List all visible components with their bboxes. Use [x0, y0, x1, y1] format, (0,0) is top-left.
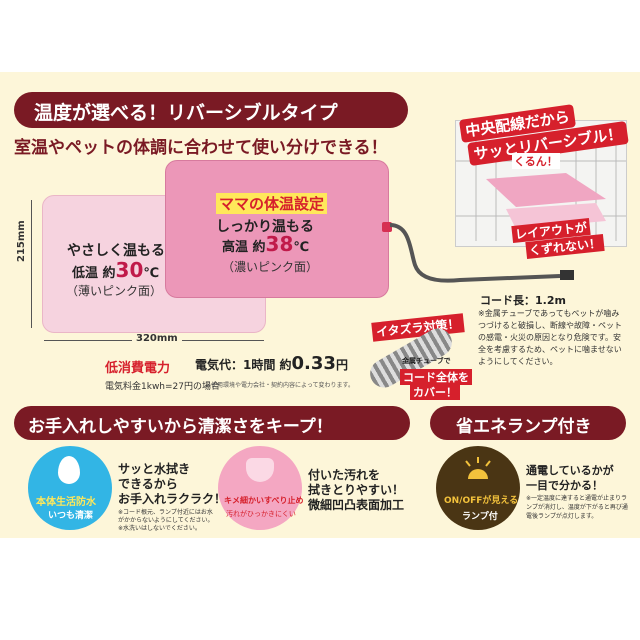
- power-note1: 電気料金1kwh=27円の場合: [105, 382, 220, 392]
- dark-side-prefix: 高温 約: [222, 240, 266, 255]
- dark-side-temp: 38: [265, 232, 294, 256]
- dark-side-line1: しっかり温もる: [216, 219, 314, 235]
- power-cost-line: 電気代：1時間 約0.33円: [195, 353, 348, 374]
- waterproof-line1: サッと水拭き: [118, 462, 191, 476]
- cord-illustration: [389, 223, 574, 283]
- waterproof-note2: がかからないようにしてください。: [118, 517, 214, 524]
- light-side-prefix: 低温 約: [72, 266, 116, 281]
- power-note2: ※使用環境や電力会社・契約内容によって変わります。: [206, 382, 354, 389]
- power-cost-value: 0.33: [291, 353, 336, 374]
- height-dimension: 215mm: [16, 220, 27, 262]
- waterproof-line3: お手入れラクラク！: [118, 492, 227, 506]
- tube-label2: コード全体を: [400, 369, 472, 385]
- lamp-icon: [465, 457, 491, 479]
- texture-line3: 微細凹凸表面加工: [308, 498, 405, 512]
- lamp-line2: 一目で分かる！: [526, 479, 603, 492]
- waterproof-badge1: 本体生活防水: [36, 497, 96, 508]
- cleaning-banner: お手入れしやすいから清潔さをキープ！: [14, 406, 410, 440]
- texture-line1: 付いた汚れを: [308, 468, 381, 482]
- height-dimension-line: [31, 200, 32, 328]
- top-banner-text: 温度が選べる！リバーシブルタイプ: [34, 102, 338, 124]
- texture-badge1: キメ細かいすべり止め: [224, 496, 304, 505]
- center-wiring-tab: [382, 222, 392, 232]
- waterproof-line2: できるから: [118, 477, 178, 491]
- power-cost-unit: 円: [335, 358, 348, 372]
- tube-label3: カバー！: [410, 384, 460, 400]
- texture-badge2: 汚れがひっかきにくい: [226, 510, 296, 518]
- light-side-line1: やさしく温もる: [67, 243, 165, 259]
- light-side-unit: ℃: [143, 266, 160, 281]
- lamp-note: ※一定温度に達すると通電が止まりランプが消灯し、温度が下がると再び通電後ランプが…: [526, 495, 628, 520]
- cord-length: コード長：1.2m: [480, 294, 566, 307]
- lamp-badge1: ON/OFFが見える: [444, 496, 519, 506]
- dark-side-unit: ℃: [293, 240, 310, 255]
- dark-side-title: ママの体温設定: [216, 193, 328, 214]
- lamp-banner-text: 省エネランプ付き: [456, 417, 592, 437]
- waterproof-note3: ※水洗いはしないでください。: [118, 525, 201, 532]
- power-label: 低消費電力: [105, 361, 171, 376]
- top-banner: 温度が選べる！リバーシブルタイプ: [14, 92, 408, 128]
- width-dimension: 320mm: [132, 333, 182, 344]
- paw-icon: [246, 458, 274, 482]
- light-side-note: （薄いピンク面）: [66, 284, 163, 298]
- light-side-temp: 30: [115, 258, 144, 282]
- lamp-badge2: ランプ付: [462, 512, 498, 522]
- dark-side-temp-line: 高温 約38℃: [222, 232, 309, 256]
- waterproof-note1: ※コード根元、ランプ付近にはお水: [118, 509, 213, 516]
- cleaning-banner-text: お手入れしやすいから清潔さをキープ！: [28, 417, 333, 437]
- lamp-line1: 通電しているかが: [526, 464, 614, 477]
- waterproof-badge2: いつも清潔: [48, 511, 94, 521]
- water-drop-icon: [58, 456, 80, 484]
- power-cost-text: 電気代：1時間 約: [195, 358, 292, 372]
- cage-flip-text: くるん！: [512, 153, 560, 169]
- dark-side-note: （濃いピンク面）: [222, 260, 319, 274]
- texture-line2: 拭きとりやすい！: [308, 483, 405, 497]
- subtitle: 室温やペットの体調に合わせて使い分けできる！: [14, 138, 388, 158]
- light-side-temp-line: 低温 約30℃: [72, 258, 159, 282]
- lamp-banner: 省エネランプ付き: [430, 406, 626, 440]
- cord-desc: ※金属チューブであってもペットが噛みつづけると破損し、断線や故障・ペットの感電・…: [478, 309, 622, 366]
- tube-label1: 金属チューブで: [402, 357, 451, 365]
